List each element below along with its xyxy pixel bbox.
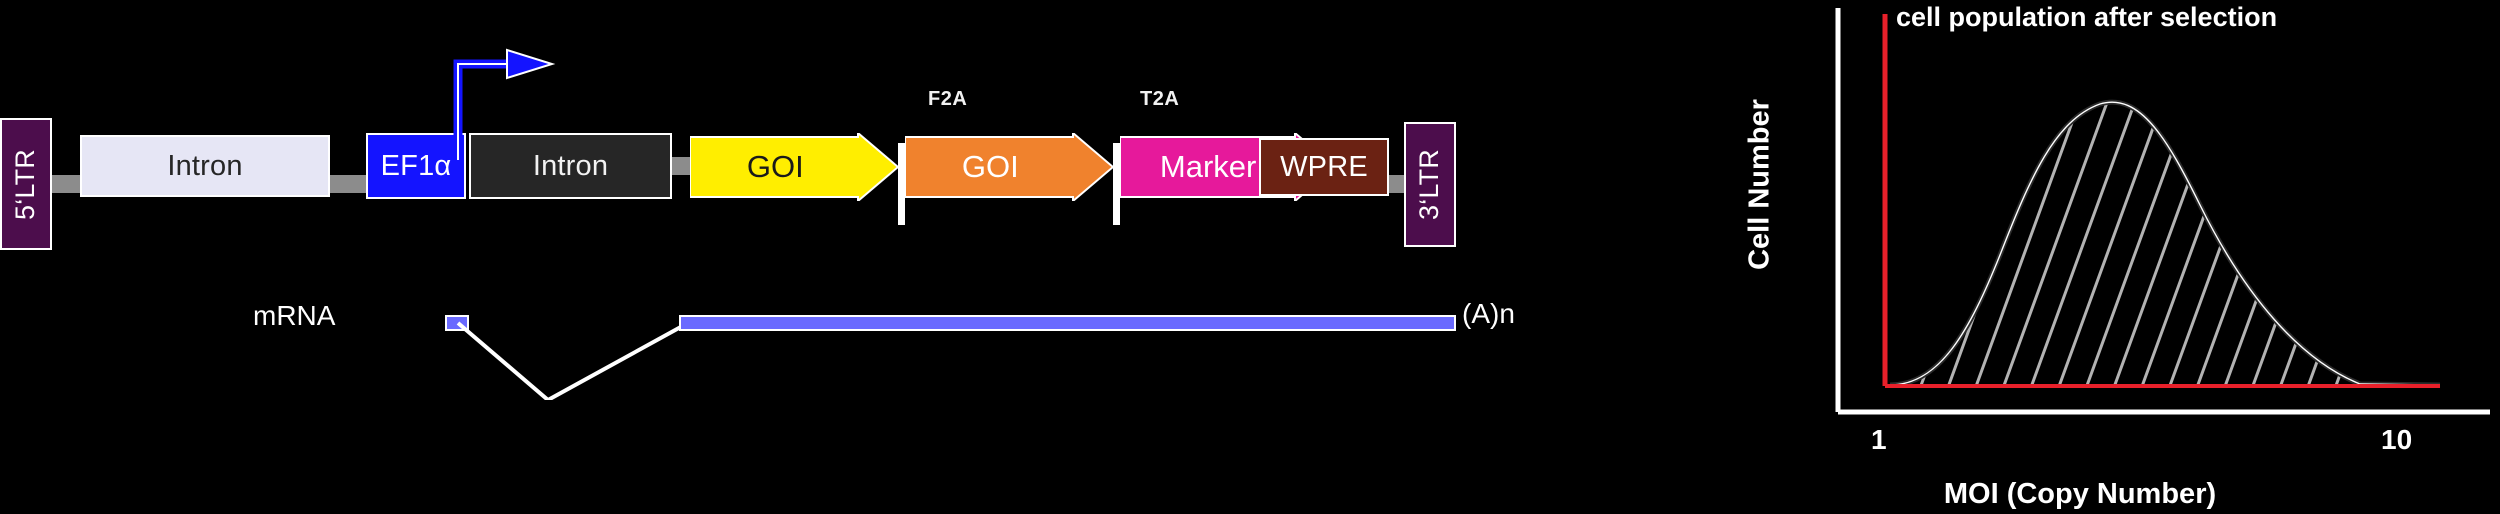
- mrna-label: mRNA: [253, 300, 336, 331]
- feature-intron-2-label: Intron: [532, 149, 609, 182]
- feature-ef1a-label: EF1α: [380, 149, 452, 182]
- linker-f2a: [898, 143, 905, 225]
- feature-ef1a-promoter[interactable]: EF1α: [366, 133, 466, 199]
- chart-title: cell population after selection: [1896, 2, 2278, 32]
- mrna-transcript-graphic: [445, 315, 1456, 400]
- backbone-segment: [672, 157, 694, 175]
- linker-t2a: [1113, 143, 1120, 225]
- feature-5-ltr-label: 5‘LTR: [10, 148, 41, 220]
- feature-marker[interactable]: Marker: [1120, 133, 1335, 201]
- peptide-label-t2a: T2A: [1140, 88, 1180, 110]
- chart-distribution-area: [1889, 99, 2441, 388]
- arrow-shape-icon: [905, 133, 1113, 201]
- feature-wpre-label: WPRE: [1280, 150, 1368, 183]
- transcription-start-arrow-icon: [453, 48, 556, 160]
- feature-3-ltr[interactable]: 3‘LTR: [1404, 122, 1456, 247]
- chart-plot-area: [1835, 8, 2490, 415]
- chart-axes: [1835, 8, 2490, 415]
- feature-goi-1-label: GOI: [746, 149, 804, 184]
- feature-intron-1-label: Intron: [167, 149, 243, 182]
- feature-goi-2[interactable]: GOI: [905, 133, 1113, 201]
- x-tick-label-1: 1: [1871, 424, 1887, 455]
- feature-intron-1[interactable]: Intron: [80, 135, 330, 197]
- arrow-shape-icon: [690, 133, 898, 201]
- feature-wpre[interactable]: WPRE: [1259, 138, 1389, 196]
- peptide-label-f2a: F2A: [928, 88, 968, 110]
- chart-x-axis-title: MOI (Copy Number): [1943, 478, 2217, 510]
- feature-intron-2[interactable]: Intron: [469, 133, 672, 199]
- backbone-segment: [44, 175, 84, 193]
- construct-map-panel: 5‘LTR Intron EF1α Intron GOI F2A: [0, 48, 1515, 400]
- feature-goi-2-label: GOI: [961, 149, 1019, 184]
- feature-3-ltr-label: 3‘LTR: [1414, 148, 1445, 221]
- polya-tail-label: (A)n: [1462, 298, 1515, 329]
- x-tick-label-10: 10: [2381, 424, 2413, 455]
- feature-marker-label: Marker: [1159, 149, 1257, 184]
- moi-distribution-chart-panel: cell population after selection Cell Num…: [1700, 0, 2500, 514]
- backbone-segment: [325, 175, 371, 193]
- feature-5-ltr[interactable]: 5‘LTR: [0, 118, 52, 250]
- feature-goi-1[interactable]: GOI: [690, 133, 898, 201]
